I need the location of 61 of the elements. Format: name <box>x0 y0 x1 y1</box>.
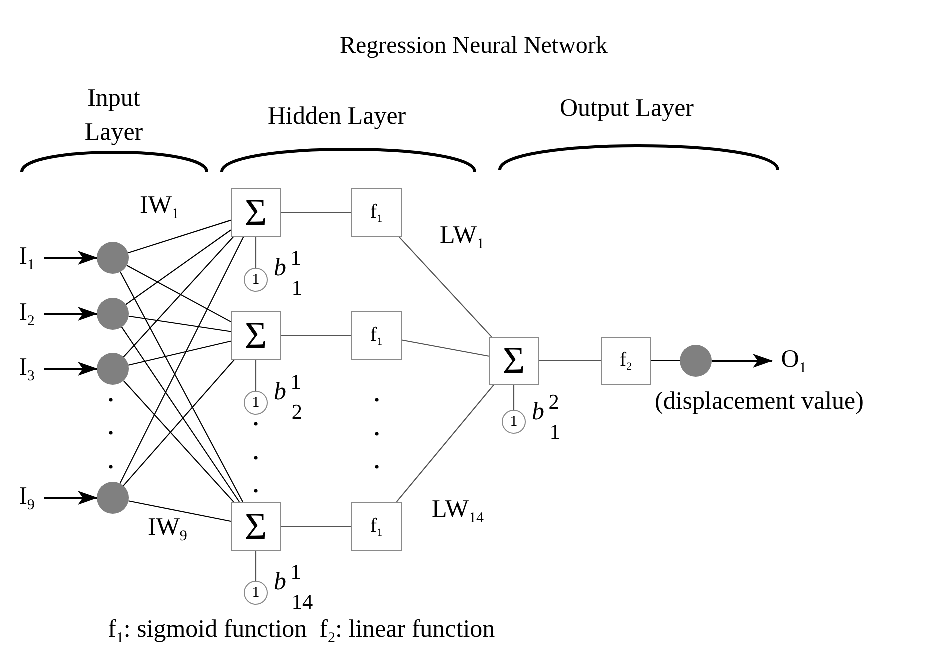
connector-line <box>120 272 244 502</box>
connector-line <box>539 360 601 362</box>
connector-line <box>126 265 232 322</box>
arrow <box>44 251 98 265</box>
arrow <box>44 491 98 505</box>
connector-line <box>128 340 232 366</box>
summation-box: Σ <box>489 337 539 385</box>
connector-line <box>123 360 235 486</box>
arrow <box>712 354 773 368</box>
output-label: O$_{1}$ <box>772 343 816 379</box>
bias-circle: 1 <box>244 391 268 415</box>
neuron-circle <box>97 298 129 330</box>
layer-heading: Output Layer <box>560 95 694 122</box>
connector-line <box>126 230 232 306</box>
connector-line <box>281 334 351 336</box>
input-label: I$_{2}$ <box>10 297 44 331</box>
layer-heading: Hidden Layer <box>268 103 406 130</box>
connector-line <box>513 385 515 410</box>
activation-box: f$_{1}$ <box>351 311 402 360</box>
caption: f$_{1}$: sigmoid function f$_{2}$: linear function <box>108 616 496 647</box>
bias-circle: 1 <box>502 410 526 434</box>
diagram-title: Regression Neural Network <box>340 33 608 60</box>
weight-label: IW$_{9}$ <box>148 514 188 545</box>
summation-box: Σ <box>231 311 281 360</box>
input-label: I$_{3}$ <box>10 352 44 386</box>
connector-line <box>123 236 234 358</box>
bias-circle: 1 <box>244 581 268 605</box>
neuron-circle <box>680 345 712 377</box>
connector-line <box>128 316 232 332</box>
connector-line <box>128 220 232 254</box>
weight-label: IW$_{1}$ <box>140 192 180 223</box>
connector-line <box>121 326 240 502</box>
connector-line <box>651 360 680 362</box>
input-label: I$_{1}$ <box>10 241 44 275</box>
connector-line <box>281 526 351 528</box>
connector-line <box>255 551 257 581</box>
activation-box: f$_{1}$ <box>351 188 402 237</box>
connector-line <box>281 212 351 214</box>
neuron-circle <box>97 242 129 274</box>
connector-line <box>396 384 494 502</box>
neuron-circle <box>97 353 129 385</box>
neuron-circle <box>97 482 129 514</box>
layer-heading: Input Layer <box>84 84 144 148</box>
connector-line <box>398 236 492 338</box>
connector-line <box>255 360 257 391</box>
weight-label: LW$_{14}$ <box>432 496 484 527</box>
activation-box: f$_{1}$ <box>351 502 402 551</box>
output-caption: (displacement value) <box>655 388 864 416</box>
bias-circle: 1 <box>244 268 268 292</box>
connector-line <box>128 500 232 522</box>
arrow <box>44 307 98 321</box>
connector-line <box>255 237 257 268</box>
summation-box: Σ <box>231 188 281 237</box>
arrow <box>44 362 98 376</box>
input-label: I$_{9}$ <box>10 481 44 515</box>
connector-line <box>123 380 234 502</box>
weight-label: LW$_{1}$ <box>440 222 485 253</box>
summation-box: Σ <box>231 502 281 551</box>
activation-box: f$_{2}$ <box>601 337 651 385</box>
connector-line <box>120 236 244 484</box>
connector-line <box>402 340 490 357</box>
